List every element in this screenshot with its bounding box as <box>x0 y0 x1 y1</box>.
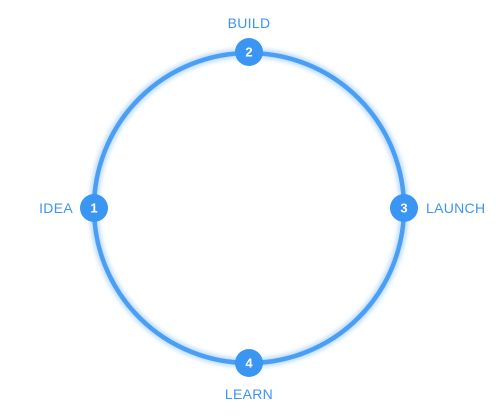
stage-label-idea: IDEA <box>39 200 73 216</box>
stage-node-build: 2 <box>235 38 263 66</box>
stage-node-number: 3 <box>400 201 407 216</box>
stage-node-learn: 4 <box>235 349 263 377</box>
stage-node-circle <box>235 349 263 377</box>
stage-label-build: BUILD <box>228 15 271 31</box>
cycle-ring <box>91 50 407 366</box>
stage-node-number: 2 <box>245 45 252 60</box>
stage-label-learn: LEARN <box>225 386 273 402</box>
stage-node-circle <box>235 38 263 66</box>
stage-node-number: 4 <box>245 356 253 371</box>
stage-node-number: 1 <box>90 201 97 216</box>
stage-node-idea: 1 <box>80 194 108 222</box>
stage-label-launch: LAUNCH <box>426 200 485 216</box>
stage-node-circle <box>80 194 108 222</box>
stage-node-circle <box>390 194 418 222</box>
stage-node-launch: 3 <box>390 194 418 222</box>
